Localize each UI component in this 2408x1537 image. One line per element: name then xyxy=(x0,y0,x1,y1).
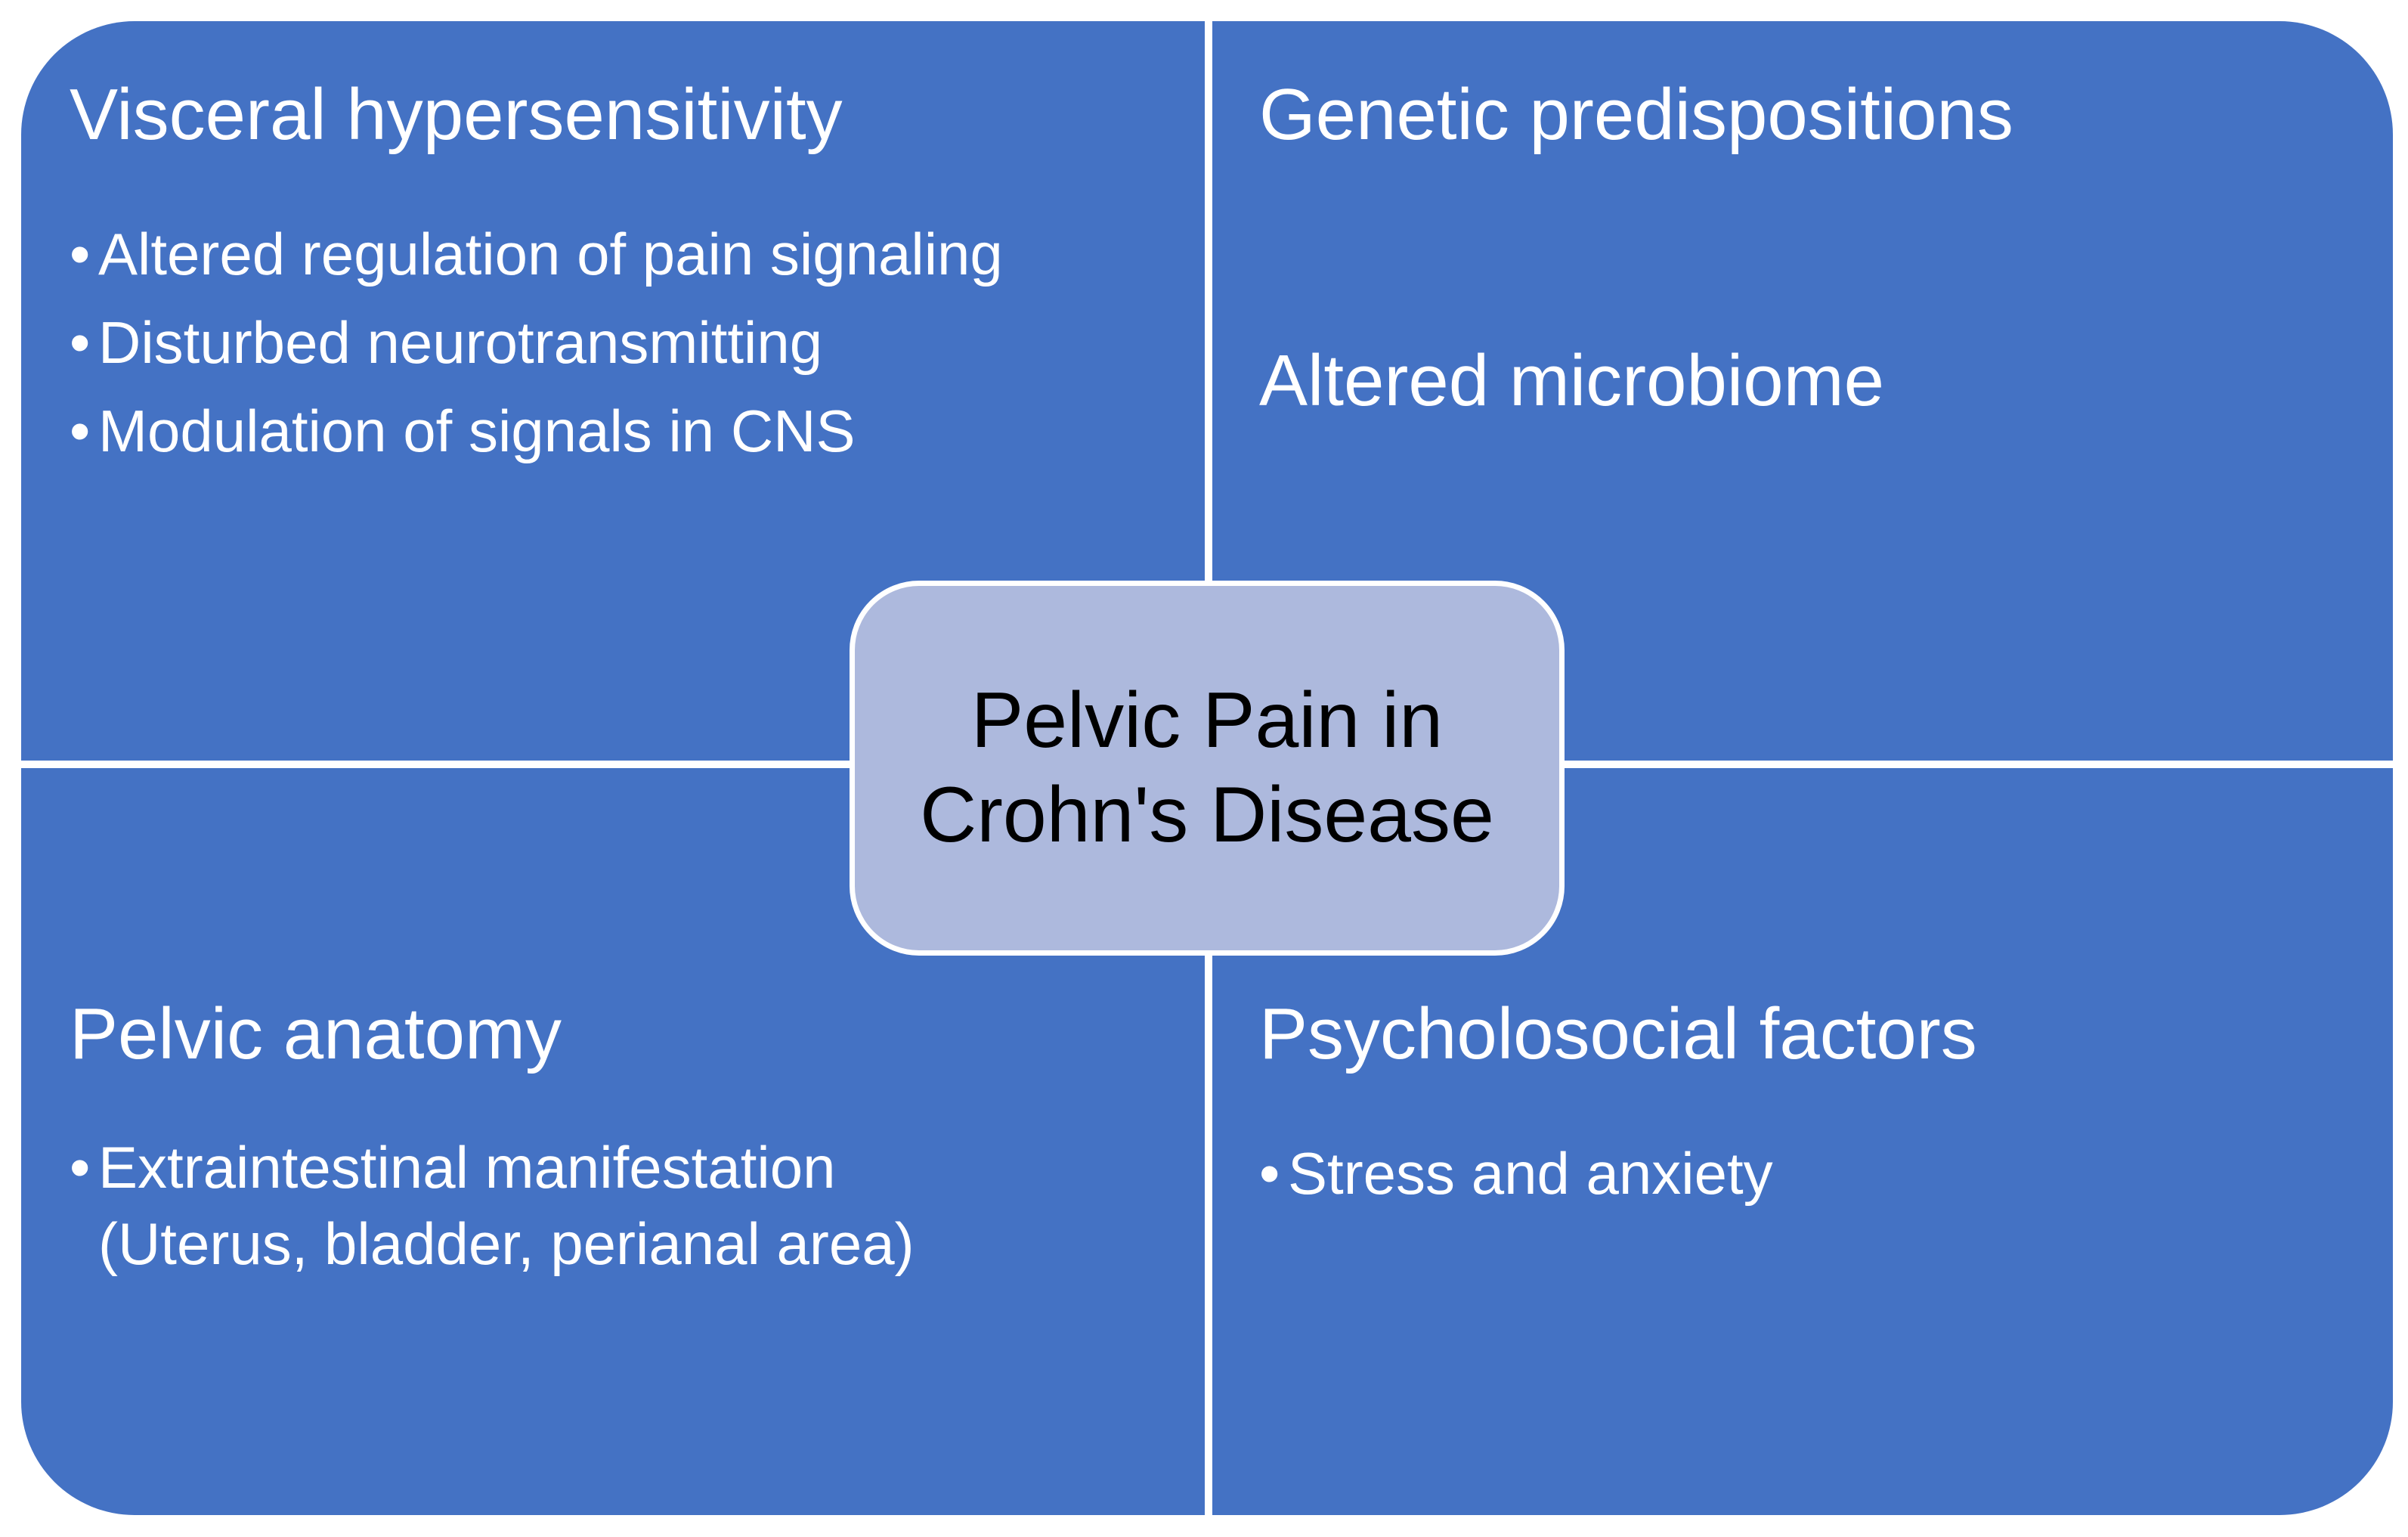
bullet-line: (Uterus, bladder, perianal area) xyxy=(98,1210,915,1278)
quadrant-heading: Visceral hypersensitivity xyxy=(70,74,843,155)
center-topic-box: Pelvic Pain in Crohn's Disease xyxy=(850,581,1565,956)
bullet-list: Altered regulation of pain signaling Dis… xyxy=(70,210,1003,476)
bullet-line: Extraintestinal manifestation xyxy=(98,1134,836,1201)
bullet-item: Modulation of signals in CNS xyxy=(70,387,1003,476)
bullet-item: Altered regulation of pain signaling xyxy=(70,210,1003,299)
quadrant-heading: Pelvic anatomy xyxy=(70,993,562,1074)
bullet-item: Stress and anxiety xyxy=(1259,1130,1773,1218)
bullet-list: Extraintestinal manifestation (Uterus, b… xyxy=(70,1130,915,1283)
quadrant-heading: Genetic predispositions xyxy=(1259,74,2013,155)
quadrant-visceral-hypersensitivity: Visceral hypersensitivity Altered regula… xyxy=(21,21,1205,761)
bullet-item: Extraintestinal manifestation (Uterus, b… xyxy=(70,1130,915,1283)
center-title-line: Pelvic Pain in xyxy=(970,677,1444,765)
bullet-list: Stress and anxiety xyxy=(1259,1130,1773,1218)
center-title-line: Crohn's Disease xyxy=(920,771,1494,859)
bullet-item: Disturbed neurotransmitting xyxy=(70,299,1003,387)
quadrant-heading: Psycholosocial factors xyxy=(1259,993,1977,1074)
quadrant-pelvic-anatomy: Pelvic anatomy Extraintestinal manifesta… xyxy=(21,768,1205,1515)
quadrant-heading-secondary: Altered microbiome xyxy=(1259,340,1884,421)
